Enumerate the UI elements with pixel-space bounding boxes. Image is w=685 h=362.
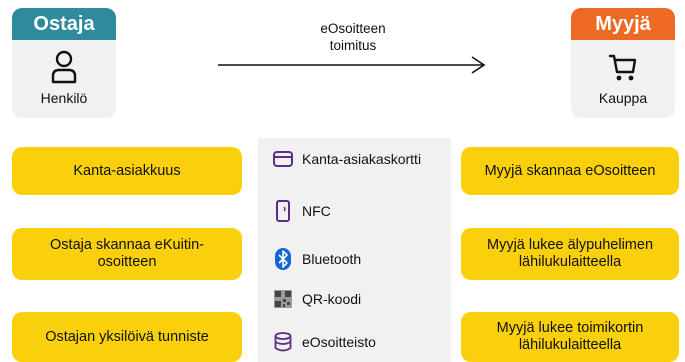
- channel-label: Bluetooth: [302, 251, 362, 267]
- seller-method-pill: Myyjä lukee älypuhelimen lähilukulaittee…: [461, 228, 679, 280]
- flow-arrow: eOsoitteen toimitus: [218, 20, 488, 80]
- channel-label: Kanta-asiakaskortti: [302, 151, 422, 167]
- buyer-label: Henkilö: [40, 90, 88, 106]
- arrow-icon: [218, 56, 486, 74]
- card-icon: [272, 148, 294, 170]
- channels-panel: Kanta-asiakaskortti NFC Bluetooth QR-koo…: [258, 138, 451, 362]
- buyer-title: Ostaja: [12, 8, 116, 40]
- channel-label: QR-koodi: [302, 291, 362, 307]
- bluetooth-icon: [272, 248, 294, 270]
- person-icon: [12, 50, 116, 84]
- channel-item: eOsoitteisto: [272, 331, 376, 353]
- buyer-method-pill: Ostaja skannaa eKuitin-osoitteen: [12, 228, 242, 280]
- channel-item: Kanta-asiakaskortti: [272, 148, 421, 170]
- buyer-method-pill: Ostajan yksilöivä tunniste: [12, 312, 242, 362]
- seller-card: Myyjä Kauppa: [571, 8, 675, 118]
- nfc-phone-icon: [272, 200, 294, 222]
- flow-label-line2: toimitus: [329, 38, 377, 53]
- seller-label: Kauppa: [598, 90, 648, 106]
- flow-label: eOsoitteen toimitus: [278, 20, 428, 54]
- channel-item: QR-koodi: [272, 288, 361, 310]
- channel-label: NFC: [302, 203, 331, 219]
- seller-method-pill: Myyjä skannaa eOsoitteen: [461, 147, 679, 195]
- seller-method-pill: Myyjä lukee toimikortin lähilukulaitteel…: [461, 312, 679, 362]
- seller-title: Myyjä: [571, 8, 675, 40]
- database-icon: [272, 331, 294, 353]
- channel-label: eOsoitteisto: [302, 334, 376, 350]
- buyer-method-pill: Kanta-asiakkuus: [12, 147, 242, 195]
- buyer-card: Ostaja Henkilö: [12, 8, 116, 118]
- flow-label-line1: eOsoitteen: [320, 21, 386, 36]
- cart-icon: [571, 50, 675, 84]
- channel-item: NFC: [272, 200, 331, 222]
- qr-code-icon: [272, 288, 294, 310]
- channel-item: Bluetooth: [272, 248, 361, 270]
